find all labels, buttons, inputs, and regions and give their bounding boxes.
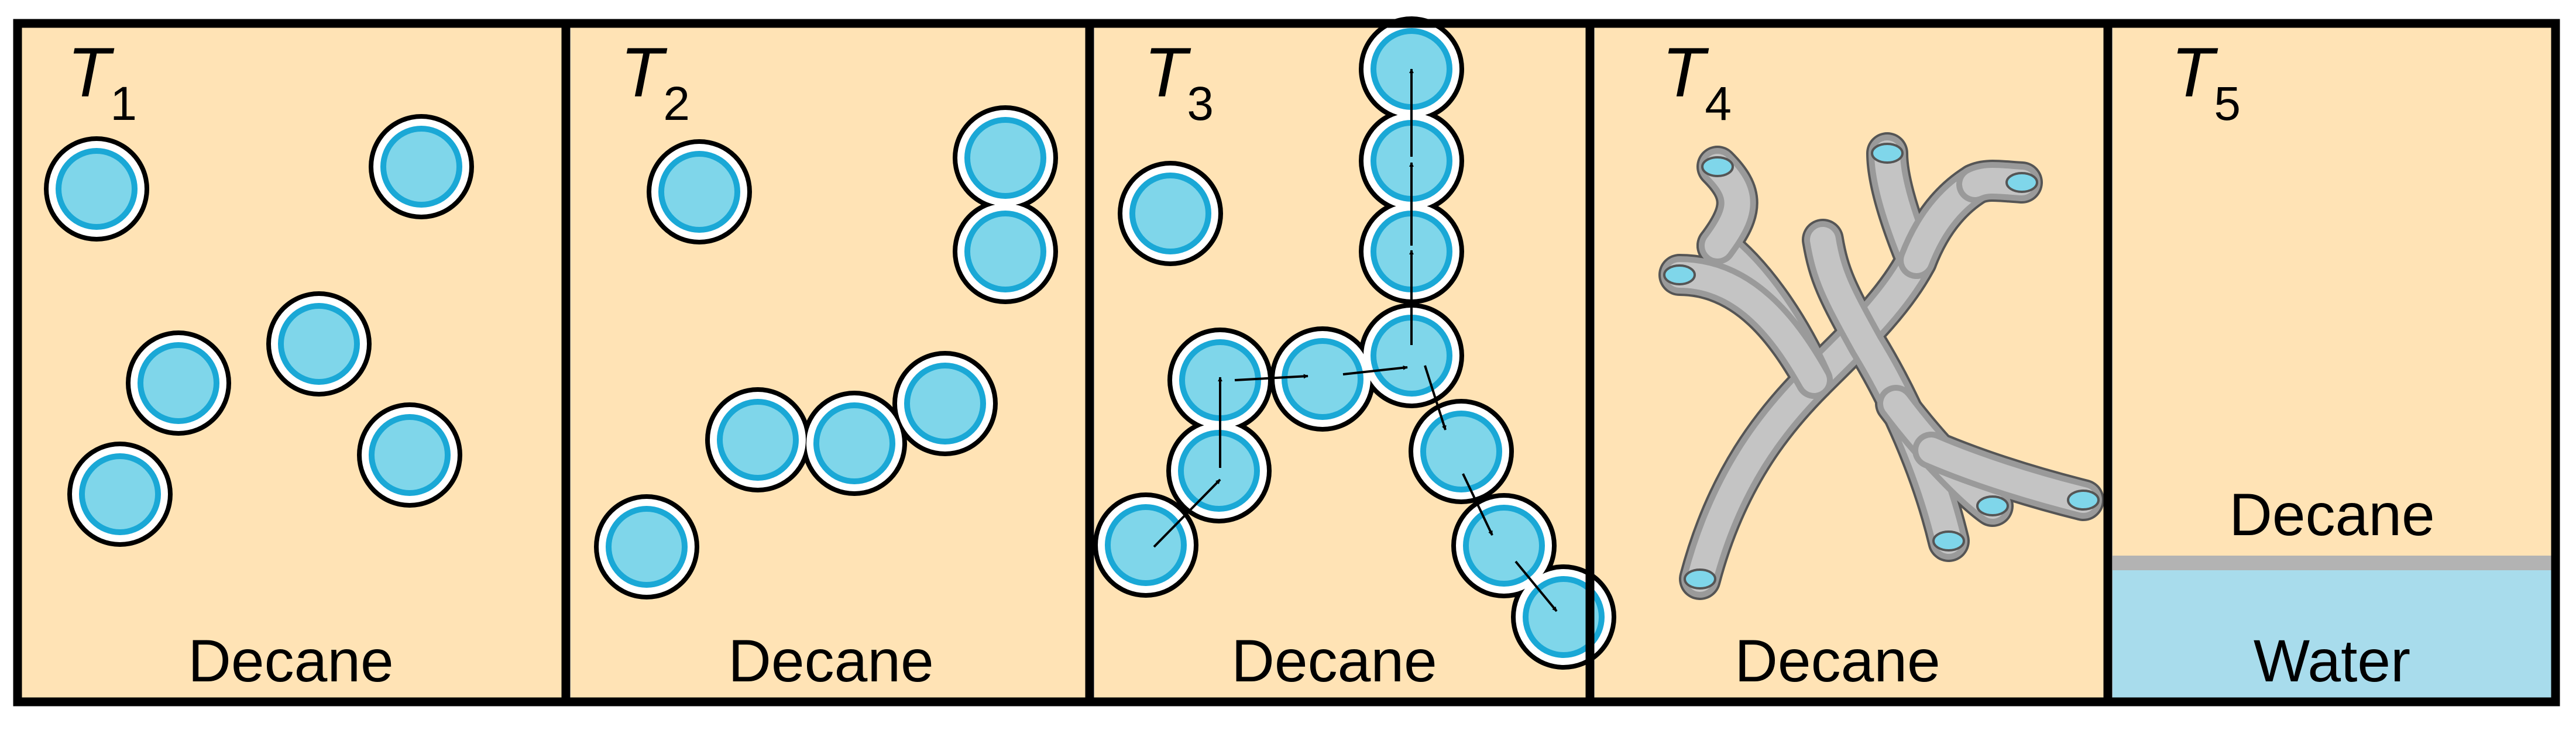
droplet-core-t1-3 (143, 348, 214, 418)
droplet-core-t3-6 (1376, 321, 1447, 391)
droplet-core-t3-3 (1184, 436, 1254, 506)
arrow-10 (1514, 560, 1558, 612)
droplet-core-t3-2 (1111, 510, 1181, 580)
droplet-core-t2-4 (723, 405, 793, 475)
panel-borders (13, 19, 2560, 707)
panel-t2-title: T2 (620, 33, 690, 130)
tube-end-1 (1684, 568, 1716, 590)
tube-end-3 (1871, 143, 1904, 164)
tube-body-10 (1667, 262, 1827, 393)
tube-body-9 (1918, 437, 2096, 513)
arrow-8 (1424, 365, 1447, 430)
panel-t4-title: T4 (1662, 33, 1732, 130)
droplet-core-t3-11 (1469, 511, 1539, 581)
panel-t5-decane-label: Decane (2229, 481, 2435, 548)
flow-arrows (1153, 68, 1558, 612)
droplet-core-t2-7 (612, 512, 682, 582)
droplet-core-t3-10 (1426, 416, 1496, 487)
panel-t5-interface (2113, 556, 2556, 570)
panel-t2-medium-label: Decane (728, 628, 934, 694)
droplet-core-t2-2 (970, 123, 1040, 193)
droplet-core-t2-5 (819, 408, 889, 478)
tube-body-7 (1810, 227, 1962, 554)
panel-t4-medium-label: Decane (1734, 628, 1940, 694)
panel-t5-water-layer (2113, 570, 2556, 702)
tube-end-6 (1976, 495, 2009, 516)
droplet-core-t1-2 (386, 132, 456, 202)
panel-t3-medium-label: Decane (1231, 628, 1437, 694)
panel-t1-title: T1 (67, 33, 137, 130)
arrow-1 (1153, 478, 1221, 548)
droplet-core-t1-6 (85, 459, 155, 529)
droplet-core-t3-8 (1376, 126, 1447, 196)
tube-end-2 (1663, 264, 1696, 285)
droplet-core-t2-6 (910, 368, 980, 439)
droplet-core-t1-5 (375, 420, 445, 490)
arrow-4 (1342, 365, 1408, 375)
panel-t5-title: T5 (2171, 33, 2241, 130)
tube-end-4 (2005, 172, 2038, 193)
panel-t5-decane-layer (2113, 23, 2556, 556)
droplet-core-t2-3 (970, 216, 1040, 287)
droplet-core-t1-1 (61, 154, 132, 224)
arrow-3 (1234, 374, 1308, 381)
droplet-core-t2-1 (664, 157, 734, 227)
tube-end-5 (1932, 530, 1965, 552)
droplet-core-t3-1 (1135, 178, 1205, 249)
tube-end-7 (2067, 490, 2100, 511)
fibrous-network (1658, 132, 2104, 600)
tube-end-8 (1701, 156, 1734, 177)
panel-t3-title: T3 (1144, 33, 1214, 130)
arrow-9 (1462, 473, 1493, 536)
droplet-core-t1-4 (284, 309, 354, 379)
panel-t5-water-label: Water (2254, 628, 2410, 694)
droplet-core-t3-5 (1287, 344, 1358, 414)
panel-t1-medium-label: Decane (188, 628, 394, 694)
